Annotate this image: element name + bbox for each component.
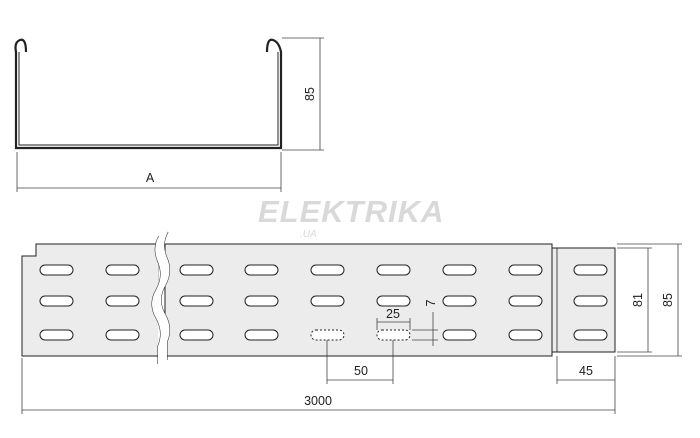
total-length-label: 3000 xyxy=(304,394,332,408)
break-gap-fill xyxy=(152,232,170,364)
slot xyxy=(508,329,543,341)
slot xyxy=(376,264,411,276)
slot xyxy=(39,295,74,307)
profile-outline xyxy=(14,38,283,150)
end-length-label: 45 xyxy=(579,364,593,378)
slot-height-dimension xyxy=(412,312,438,346)
slot xyxy=(244,264,279,276)
slot-pitch-label: 50 xyxy=(354,364,368,378)
slot xyxy=(573,295,608,307)
watermark-logo: ELEKTRIKA .UA xyxy=(258,194,444,240)
slot xyxy=(179,295,214,307)
slot xyxy=(310,295,345,307)
watermark-suffix: .UA xyxy=(300,229,317,240)
tray-body-right xyxy=(164,243,553,357)
slot xyxy=(39,264,74,276)
profile-height-label: 85 xyxy=(303,87,317,101)
outer-height-dimension xyxy=(617,243,682,357)
slot-height-label: 7 xyxy=(424,299,438,306)
slot xyxy=(105,264,140,276)
slot xyxy=(442,264,477,276)
slot xyxy=(508,264,543,276)
slot xyxy=(442,295,477,307)
slot xyxy=(442,329,477,341)
slot-length-label: 25 xyxy=(386,307,400,321)
slot xyxy=(573,329,608,341)
tray-cross-section xyxy=(14,38,283,150)
profile-height-dimension xyxy=(282,37,324,151)
watermark-brand: ELEKTRIKA xyxy=(258,194,444,229)
outer-height-label: 85 xyxy=(661,293,675,307)
slot-dashed xyxy=(376,329,411,341)
tray-slots xyxy=(39,264,608,341)
slot xyxy=(310,264,345,276)
total-length-dimension xyxy=(21,358,616,414)
slot xyxy=(179,264,214,276)
slot xyxy=(179,329,214,341)
slot xyxy=(105,295,140,307)
inner-height-dimension xyxy=(617,247,652,353)
slot-pitch-dimension xyxy=(326,340,394,384)
end-length-dimension xyxy=(556,356,616,384)
slot xyxy=(573,264,608,276)
slot-dashed xyxy=(310,329,345,341)
slot xyxy=(508,295,543,307)
slot xyxy=(244,329,279,341)
inner-height-label: 81 xyxy=(631,293,645,307)
profile-width-label: A xyxy=(146,171,155,185)
profile-width-dimension xyxy=(16,152,282,192)
slot xyxy=(244,295,279,307)
slot xyxy=(376,295,411,307)
profile-inner-outline xyxy=(18,52,279,146)
slot xyxy=(105,329,140,341)
slot-length-dimension xyxy=(376,318,411,330)
slot xyxy=(39,329,74,341)
